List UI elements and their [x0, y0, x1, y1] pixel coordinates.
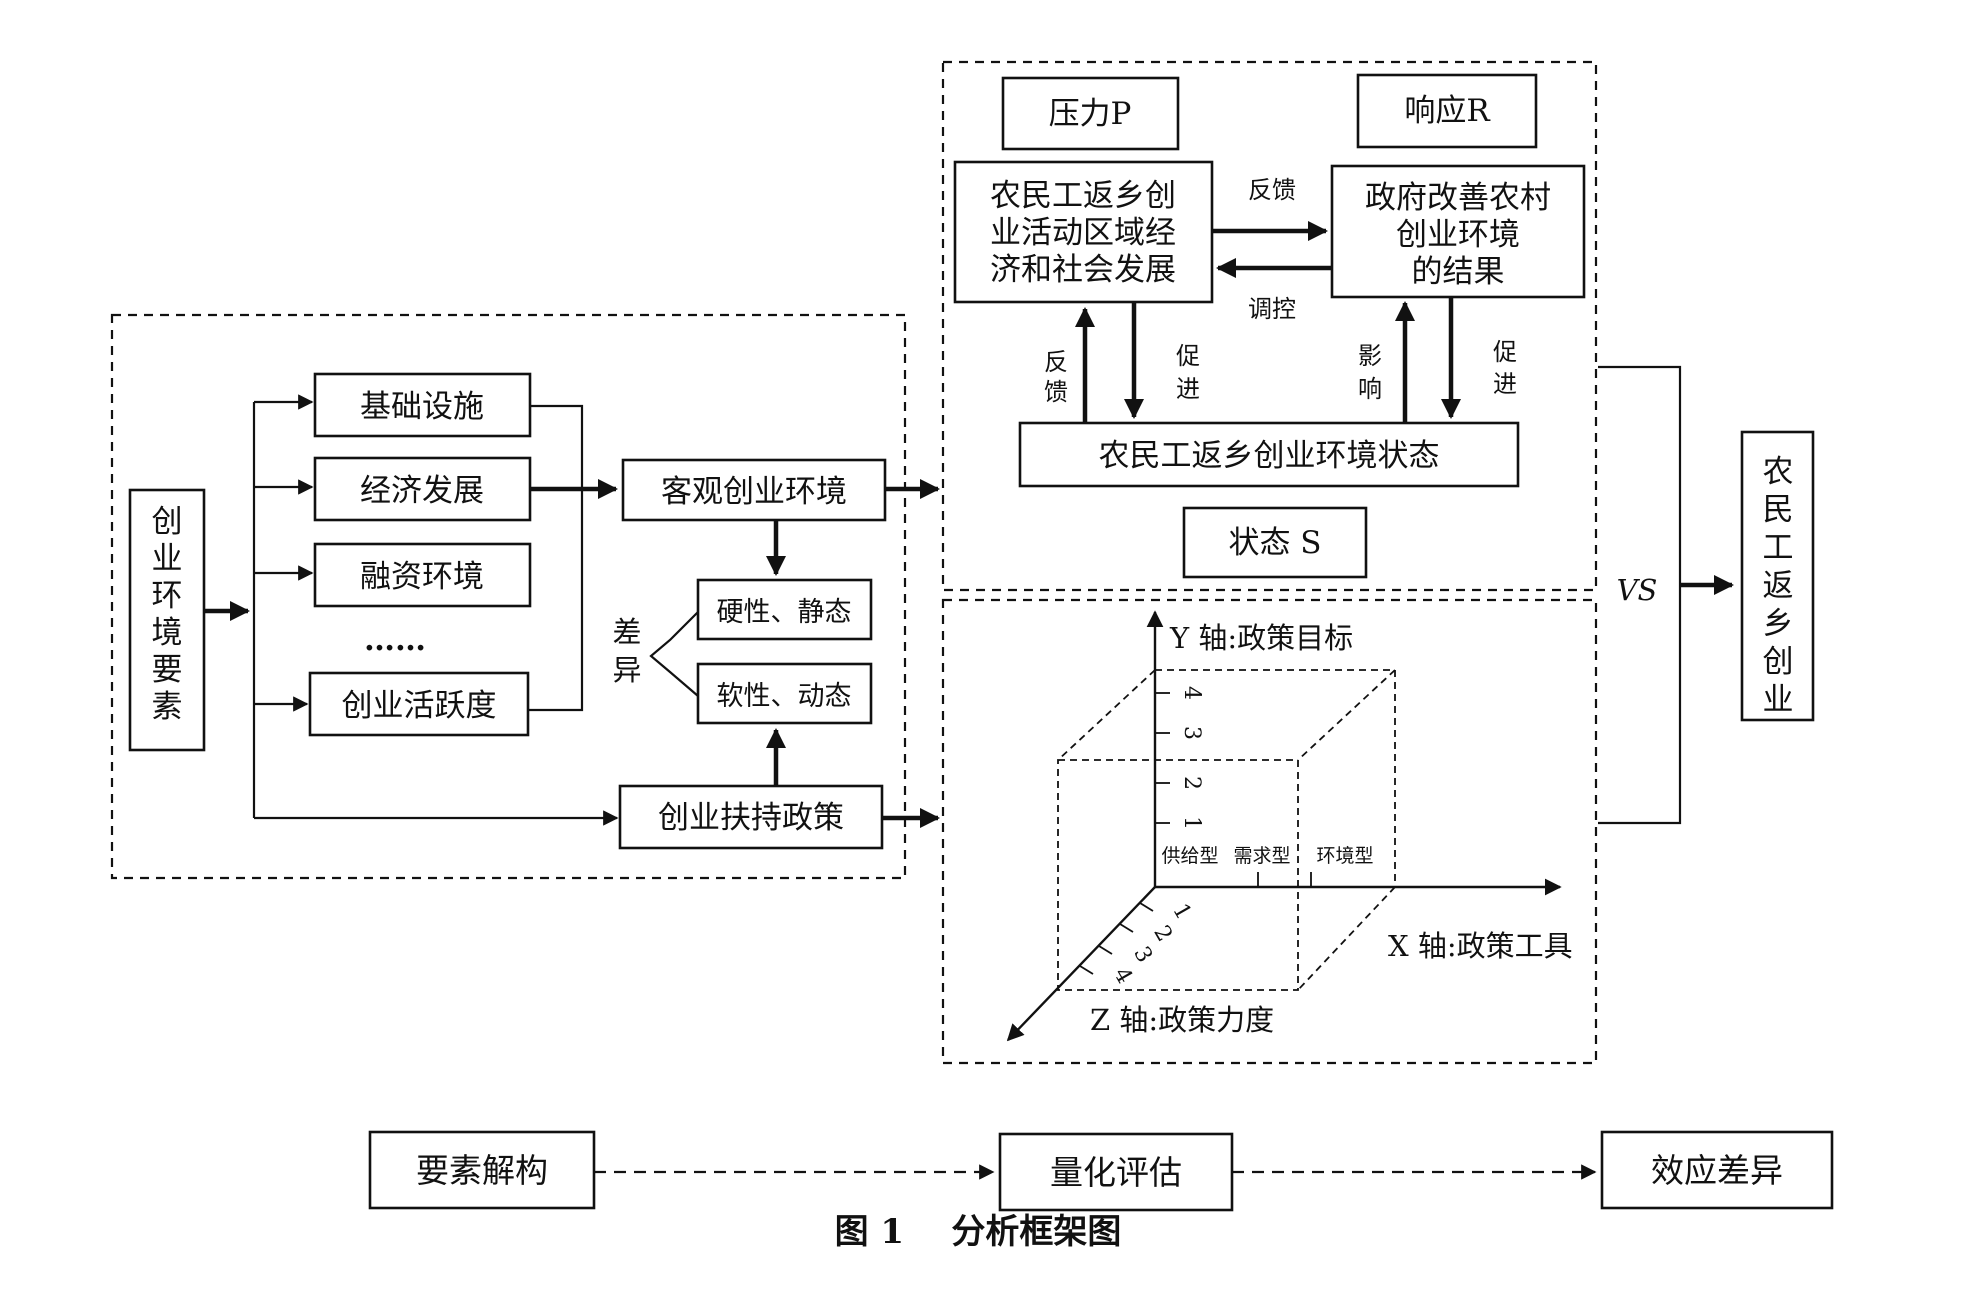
outcome-label: 农民工返乡创业	[1763, 454, 1794, 718]
item-economy-label: 经济发展	[360, 473, 484, 509]
objective-env-box: 客观创业环境	[621, 458, 887, 522]
z-tick-3	[1098, 945, 1113, 955]
response-label: 响应R	[1404, 93, 1491, 129]
psr-model-region	[941, 60, 1598, 592]
pressure-box: 农民工返乡创 业活动区域经 济和社会发展	[953, 160, 1214, 304]
env-elements-vertical-box: 创业环境要素	[128, 488, 206, 752]
process-step-1: 要素解构	[368, 1130, 596, 1210]
z-tick-label-1: 1	[1167, 899, 1196, 924]
z-axis-label: Z 轴:政策力度	[1090, 1003, 1274, 1037]
item-financing-label: 融资环境	[360, 559, 484, 595]
cube-edge-br	[1297, 886, 1396, 991]
process-step-3: 效应差异	[1600, 1130, 1834, 1210]
z-tick-label-2: 2	[1148, 921, 1177, 946]
cube-edge-tl	[1057, 669, 1156, 761]
item-infrastructure-label: 基础设施	[360, 389, 484, 425]
regulate-label: 调控	[1248, 295, 1296, 323]
pressure-line-2: 业活动区域经	[990, 215, 1176, 251]
item-economy: 经济发展	[313, 456, 532, 522]
response-box: 政府改善农村 创业环境 的结果	[1330, 164, 1586, 299]
process-step-2-label: 量化评估	[1050, 1153, 1182, 1192]
cube-front-face	[1057, 759, 1299, 991]
z-tick-1	[1139, 902, 1154, 912]
process-step-1-label: 要素解构	[416, 1151, 548, 1190]
y-tick-label-2: 2	[1179, 776, 1204, 790]
y-axis-label: Y 轴:政策目标	[1169, 621, 1353, 655]
z-tick-4	[1079, 965, 1094, 975]
item-infrastructure: 基础设施	[313, 372, 532, 438]
figure-caption: 图 1 分析框架图	[835, 1212, 1122, 1252]
feedback-left-1: 反	[1044, 348, 1068, 376]
influence-2: 响	[1358, 375, 1382, 403]
state-label-box: 状态 S	[1182, 506, 1368, 579]
vs-label: VS	[1617, 573, 1658, 607]
policy-label: 创业扶持政策	[658, 800, 844, 836]
objective-env-label: 客观创业环境	[661, 474, 847, 510]
promote-left-1: 促	[1176, 342, 1200, 370]
process-step-3-label: 效应差异	[1651, 1151, 1783, 1190]
z-axis	[1006, 886, 1156, 1042]
vs-connector	[1598, 365, 1682, 825]
x-axis-label: X 轴:政策工具	[1388, 929, 1573, 963]
policy-cube-region	[941, 598, 1598, 1065]
hard-static-label: 硬性、静态	[717, 597, 852, 628]
soft-dynamic-label: 软性、动态	[717, 681, 852, 712]
state-label: 状态 S	[1228, 525, 1321, 561]
response-line-3: 的结果	[1412, 254, 1505, 290]
response-line-2: 创业环境	[1396, 217, 1520, 253]
state-box: 农民工返乡创业环境状态	[1018, 421, 1520, 488]
x-tick-environment: 环境型	[1316, 845, 1373, 867]
cube-edge-tr	[1297, 669, 1396, 761]
item-ellipsis: ……	[364, 622, 426, 658]
y-tick-label-4: 4	[1179, 686, 1204, 700]
policy-box: 创业扶持政策	[618, 784, 884, 850]
pressure-label: 压力P	[1049, 96, 1132, 132]
soft-dynamic-box: 软性、动态	[696, 662, 873, 725]
env-elements-vertical-label: 创业环境要素	[152, 504, 183, 725]
policy-cube: 4 3 2 1 供给型 需求型 环境型 1 2 3 4 Y 轴:政策目标 X 轴…	[1006, 610, 1573, 1042]
process-step-2: 量化评估	[998, 1132, 1234, 1212]
pressure-line-3: 济和社会发展	[990, 252, 1176, 288]
z-tick-label-4: 4	[1108, 963, 1137, 988]
influence-1: 影	[1358, 342, 1382, 370]
promote-right-1: 促	[1493, 338, 1517, 366]
item-activity-label: 创业活跃度	[342, 688, 497, 724]
x-tick-demand: 需求型	[1233, 845, 1290, 867]
feedback-left-2: 馈	[1044, 378, 1068, 406]
y-tick-label-1: 1	[1179, 816, 1204, 830]
response-label-box: 响应R	[1356, 73, 1538, 149]
item-financing: 融资环境	[313, 542, 532, 608]
feedback-top-label: 反馈	[1248, 176, 1296, 204]
difference-brace	[649, 611, 699, 697]
response-line-1: 政府改善农村	[1365, 180, 1551, 216]
z-tick-2	[1119, 923, 1134, 933]
pressure-line-1: 农民工返乡创	[990, 178, 1176, 214]
promote-left-2: 进	[1176, 375, 1200, 403]
z-tick-label-3: 3	[1128, 942, 1157, 967]
merge-line	[528, 404, 584, 712]
outcome-box: 农民工返乡创业	[1740, 430, 1815, 722]
x-tick-supply: 供给型	[1161, 845, 1218, 867]
state-box-label: 农民工返乡创业环境状态	[1099, 438, 1440, 474]
y-tick-label-3: 3	[1179, 726, 1204, 740]
item-activity: 创业活跃度	[308, 671, 530, 737]
environment-elements-region	[110, 313, 907, 880]
difference-label-2: 异	[612, 653, 641, 687]
promote-right-2: 进	[1493, 370, 1517, 398]
hard-static-box: 硬性、静态	[696, 578, 873, 641]
difference-label-1: 差	[612, 615, 641, 649]
pressure-label-box: 压力P	[1001, 76, 1180, 151]
